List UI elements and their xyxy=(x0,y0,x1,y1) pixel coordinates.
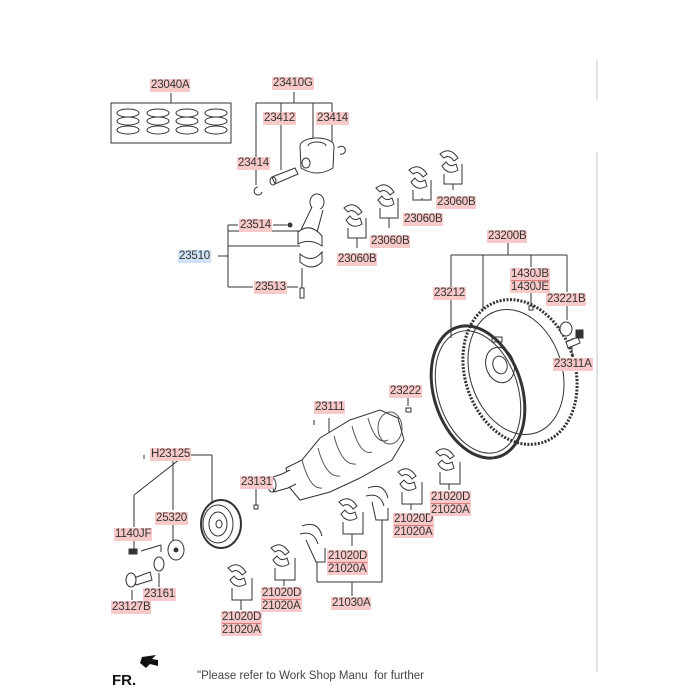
part-label-ring-gear[interactable]: 23212 xyxy=(433,287,466,300)
part-label-main-bearing-a-bot: 21020A xyxy=(222,624,261,636)
conrod-bearing-group[interactable] xyxy=(343,150,463,248)
part-label-conrod-bearing-1[interactable]: 23060B xyxy=(337,253,378,266)
part-label-main-bearing-b-top: 21020D xyxy=(262,587,302,600)
part-label-piston-assy[interactable]: 23410G xyxy=(272,77,314,90)
part-label-pulley-assy[interactable]: H23125 xyxy=(150,448,192,461)
piston-assembly-leaders xyxy=(255,92,333,185)
part-label-circlip-right[interactable]: 23414 xyxy=(316,112,349,125)
piston[interactable] xyxy=(299,137,335,174)
thrust-washer-leaders xyxy=(316,520,383,596)
part-label-flywheel-washer[interactable]: 23221B xyxy=(546,293,587,306)
connecting-rod[interactable] xyxy=(287,193,325,299)
part-label-piston-pin[interactable]: 23412 xyxy=(263,112,296,125)
part-label-conrod-bearing-2[interactable]: 23060B xyxy=(370,235,411,248)
part-label-pulley-washer[interactable]: 23161 xyxy=(143,588,176,601)
main-bearing xyxy=(397,468,423,510)
conrod-bearing xyxy=(439,150,463,190)
part-label-main-bearing-e-bot: 21020A xyxy=(431,504,470,516)
part-label-conrod-assy[interactable]: 23510 xyxy=(178,250,211,263)
part-label-conrod-bolt[interactable]: 23513 xyxy=(254,281,287,294)
part-label-main-bearing-d-bot: 21020A xyxy=(394,526,433,538)
part-label-flywheel-assy[interactable]: 23200B xyxy=(487,230,528,243)
part-label-main-bearing-e-top: 21020D xyxy=(431,491,471,504)
crankshaft-pulley[interactable] xyxy=(200,499,242,549)
part-label-main-bearing-b-bot: 21020A xyxy=(262,600,301,612)
conrod-bearing xyxy=(375,184,399,228)
part-label-dowel-1: 1430JB xyxy=(511,268,549,281)
flywheel-washer[interactable] xyxy=(559,321,573,337)
part-label-conrod-bearing-3[interactable]: 23060B xyxy=(403,213,444,226)
part-label-main-bearing-c-bot: 21020A xyxy=(328,563,367,575)
part-label-pulley-hub[interactable]: 25320 xyxy=(155,512,188,525)
part-label-main-bearing-a[interactable]: 21020D 21020A xyxy=(221,611,263,636)
main-bearing-group[interactable] xyxy=(227,448,461,610)
part-label-main-bearing-b[interactable]: 21020D 21020A xyxy=(261,587,303,612)
part-label-small-bolt[interactable]: 1140JF xyxy=(114,528,153,541)
crankshaft[interactable] xyxy=(267,409,405,501)
pulley-bolt[interactable] xyxy=(125,571,153,588)
piston-ring-set[interactable] xyxy=(110,93,232,144)
part-label-main-bearing-d-top: 21020D xyxy=(394,513,434,526)
part-label-thrust-washer[interactable]: 21030A xyxy=(331,597,372,610)
dowel-pin[interactable] xyxy=(528,305,534,311)
frame-edge-line xyxy=(596,152,598,672)
part-label-woodruff-key[interactable]: 23131 xyxy=(240,476,273,489)
part-label-circlip-left[interactable]: 23414 xyxy=(237,157,270,170)
small-bolt[interactable] xyxy=(128,548,138,555)
pulley-hub[interactable] xyxy=(167,539,185,561)
part-label-dowel-2: 1430JE xyxy=(511,281,549,293)
part-label-pulley-bolt[interactable]: 23127B xyxy=(111,601,152,614)
main-bearing xyxy=(227,564,253,610)
front-arrow-icon xyxy=(140,655,158,668)
crank-pin[interactable] xyxy=(405,407,412,413)
flywheel-bolt[interactable] xyxy=(565,329,584,349)
part-label-conrod-nut[interactable]: 23514 xyxy=(239,219,272,232)
main-bearing xyxy=(435,448,461,490)
piston-ring-stack xyxy=(116,108,228,135)
part-label-conrod-bearing-4[interactable]: 23060B xyxy=(436,196,477,209)
woodruff-key[interactable] xyxy=(253,504,259,510)
part-label-ring-set[interactable]: 23040A xyxy=(150,79,191,92)
circlip-right[interactable] xyxy=(337,145,346,155)
circlip-left[interactable] xyxy=(253,186,263,196)
part-label-main-bearing-e[interactable]: 21020D 21020A xyxy=(430,491,472,516)
frame-edge-line xyxy=(596,60,598,100)
conrod-leaders xyxy=(218,224,300,288)
part-label-main-bearing-d[interactable]: 21020D 21020A xyxy=(393,513,435,538)
main-bearing xyxy=(270,544,296,586)
part-label-crank-pin[interactable]: 23222 xyxy=(389,385,422,398)
conrod-bearing xyxy=(343,204,367,248)
footnote: "Please refer to Work Shop Manu for furt… xyxy=(197,670,424,682)
part-label-main-bearing-a-top: 21020D xyxy=(222,611,262,624)
main-bearing xyxy=(338,498,364,546)
part-label-main-bearing-c[interactable]: 21020D 21020A xyxy=(327,550,369,575)
part-label-main-bearing-c-top: 21020D xyxy=(328,550,368,563)
ring-gear[interactable] xyxy=(415,314,541,471)
part-label-dowel[interactable]: 1430JB 1430JE xyxy=(510,268,550,293)
front-indicator: FR. xyxy=(112,672,137,689)
pulley-washer[interactable] xyxy=(153,556,165,572)
part-label-flywheel-bolt[interactable]: 23311A xyxy=(553,358,593,371)
piston-pin[interactable] xyxy=(269,167,299,186)
conrod-bearing xyxy=(408,166,432,201)
part-label-crankshaft[interactable]: 23111 xyxy=(314,401,346,414)
